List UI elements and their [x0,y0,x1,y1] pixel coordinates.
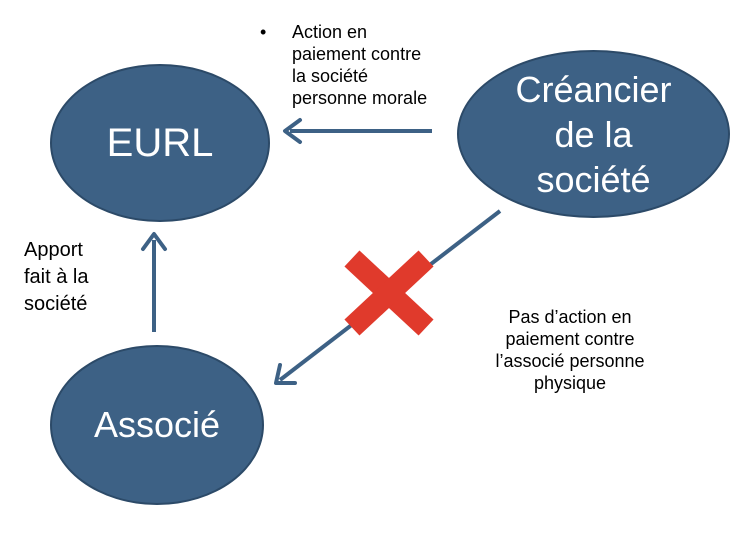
red-cross-icon [344,250,434,336]
apport-label: Apport fait à la société [24,239,89,315]
node-associe-label: Associé [93,404,221,445]
node-eurl-label: EURL [106,120,214,165]
node-creancier-label: Créancier de la société [515,68,672,200]
arrow-creancier-to-eurl [283,118,432,144]
node-eurl: EURL [50,64,270,222]
action-label: Action en paiement contre la société per… [292,22,428,108]
pas-action-label: Pas d’action en paiement contre l’associ… [495,307,645,393]
node-creancier: Créancier de la société [457,50,730,218]
bullet-icon: • [260,22,267,42]
arrow-associe-to-eurl [141,232,167,332]
node-associe: Associé [50,345,264,505]
